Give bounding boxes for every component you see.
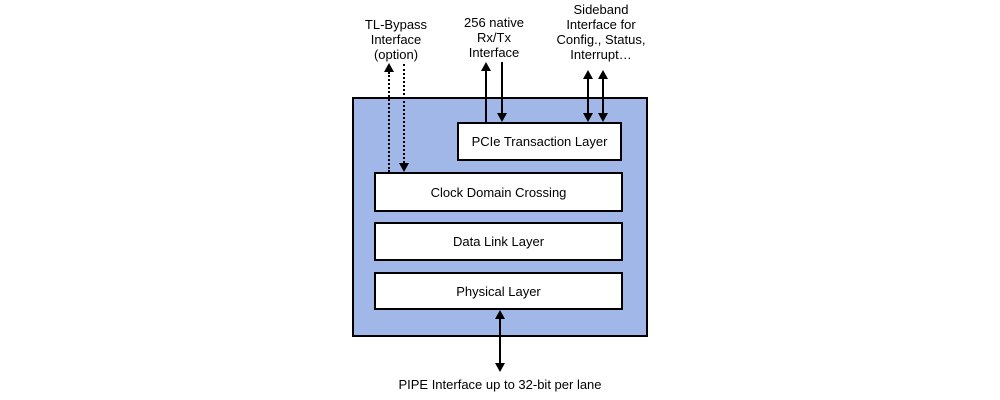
arrowhead-down [495,363,505,372]
solid-line [485,71,487,122]
arrowhead-up [481,62,491,71]
label-tl-bypass-interface: TL-Bypass Interface (option) [364,17,428,62]
solid-line [587,79,589,113]
block-pcie-transaction-layer: PCIe Transaction Layer [457,122,622,161]
label-sideband-interface: Sideband Interface for Config., Status, … [556,2,646,62]
arrowhead-down [598,113,608,122]
solid-line [499,319,501,363]
arrowhead-down [399,163,409,172]
dotted-line [403,64,405,163]
arrowhead-up [583,70,593,79]
arrowhead-down [583,113,593,122]
solid-line [602,79,604,113]
label-rx-tx-interface: 256 native Rx/Tx Interface [464,15,524,60]
label-pipe-interface: PIPE Interface up to 32-bit per lane [398,377,602,392]
arrowhead-up [598,70,608,79]
dotted-line [388,72,390,172]
block-data-link-layer: Data Link Layer [374,222,623,261]
arrowhead-up [384,63,394,72]
block-clock-domain-crossing: Clock Domain Crossing [374,172,623,212]
arrowhead-down [497,113,507,122]
solid-line [501,62,503,113]
block-physical-layer: Physical Layer [374,272,623,310]
arrowhead-up [495,310,505,319]
